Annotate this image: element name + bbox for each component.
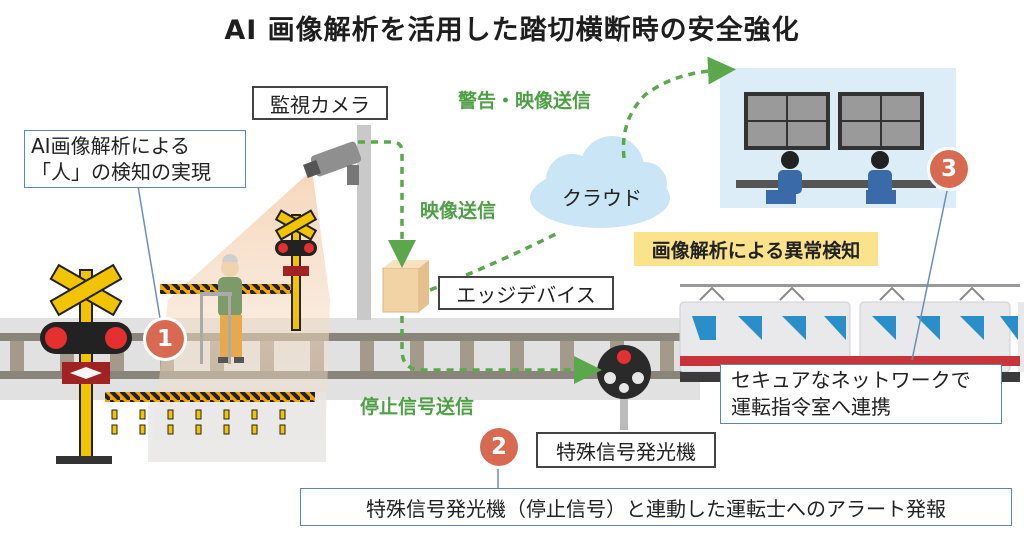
crossing-signal-front-icon [40,263,132,464]
badge-2: 2 [480,428,518,466]
crossing-signal-back-icon [274,209,318,331]
warning-video-send-label: 警告・映像送信 [458,90,592,112]
camera-label: 監視カメラ [252,86,388,120]
secure-network-line2: 運転指令室へ連携 [731,395,891,419]
train-icon [679,284,1024,382]
secure-network-line1: セキュアなネットワークで [731,368,971,392]
camera-pole [357,125,371,320]
anomaly-detection-label: 画像解析による異常検知 [634,232,878,266]
cloud-icon [530,136,670,228]
badge-3: 3 [930,150,968,188]
cloud-to-control-room-arrow [621,56,736,159]
secure-network-callout: セキュアなネットワークで 運転指令室へ連携 [720,364,1002,424]
edge-device-icon [382,260,429,313]
special-signal-label: 特殊信号発光機 [536,432,716,468]
control-room-icon [720,68,956,208]
network-leader-line [911,185,949,361]
crossing-barrier-front [105,392,315,435]
cloud-label: クラウド [562,186,642,210]
surveillance-camera-icon [303,141,362,185]
stop-signal-arrow [400,316,602,384]
special-signal-icon [597,345,651,430]
detection-callout-line2: 「人」の検知の実現 [31,160,211,184]
detection-leader-line [137,185,163,331]
pedestrian-icon [200,254,244,364]
video-send-label: 映像送信 [420,200,497,222]
detection-callout-line1: AI画像解析による [31,134,190,158]
detection-callout: AI画像解析による 「人」の検知の実現 [24,130,246,188]
alert-caption: 特殊信号発光機（停止信号）と連動した運転士へのアラート発報 [300,488,1012,526]
edge-device-label: エッジデバイス [438,276,614,310]
video-send-arrow [358,140,416,268]
stop-signal-send-label: 停止信号送信 [360,396,475,418]
page-title: AI 画像解析を活用した踏切横断時の安全強化 [224,15,800,46]
badge-1: 1 [146,320,184,358]
